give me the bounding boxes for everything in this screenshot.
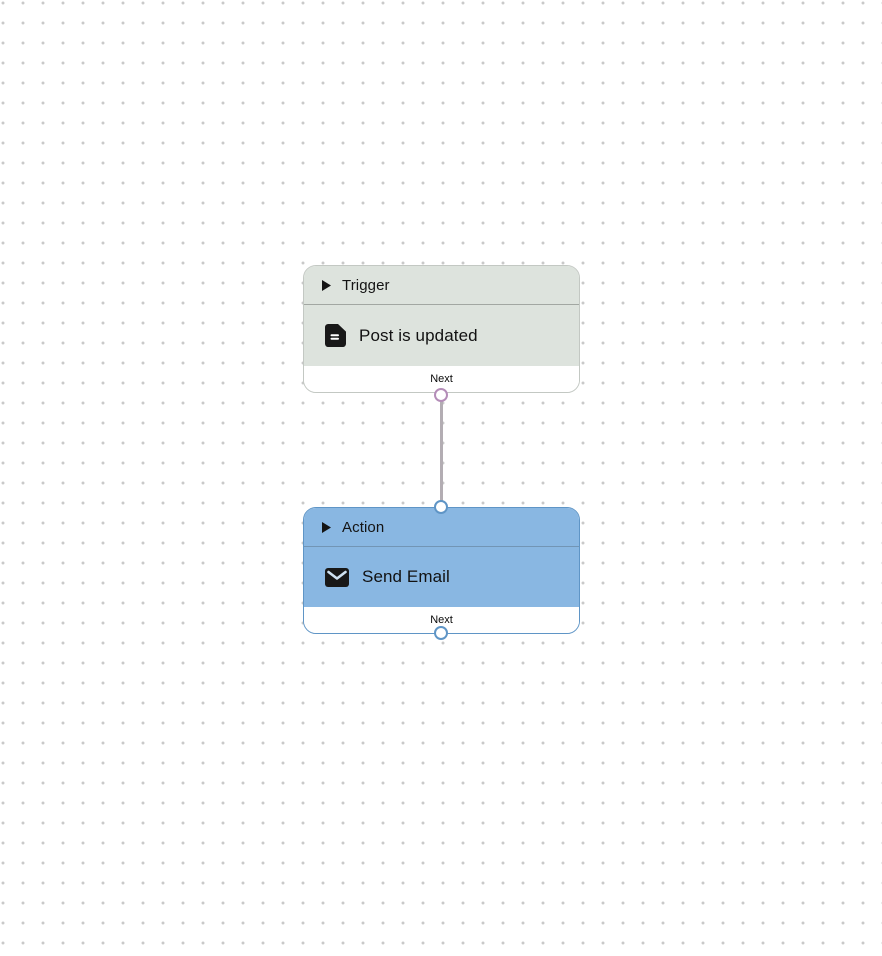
action-input-port[interactable] — [434, 500, 448, 514]
trigger-type-label: Trigger — [342, 276, 390, 294]
action-output-port[interactable] — [434, 626, 448, 640]
collapse-arrow-icon[interactable] — [322, 279, 331, 291]
action-title: Send Email — [362, 567, 450, 586]
action-node-body[interactable]: Send Email — [304, 547, 579, 607]
trigger-next-label: Next — [430, 373, 453, 385]
trigger-node-header[interactable]: Trigger — [304, 266, 579, 305]
connection-edge[interactable] — [440, 395, 443, 507]
collapse-arrow-icon[interactable] — [322, 521, 331, 533]
action-type-label: Action — [342, 518, 385, 536]
action-node-header[interactable]: Action — [304, 508, 579, 547]
trigger-output-port[interactable] — [434, 388, 448, 402]
trigger-node-body[interactable]: Post is updated — [304, 305, 579, 366]
trigger-node[interactable]: Trigger Post is updated Next — [303, 265, 580, 393]
action-next-label: Next — [430, 614, 453, 626]
trigger-node-footer: Next — [304, 366, 579, 392]
document-icon — [325, 324, 346, 347]
trigger-title: Post is updated — [359, 325, 478, 345]
envelope-icon — [325, 567, 349, 587]
action-node[interactable]: Action Send Email Next — [303, 507, 580, 634]
